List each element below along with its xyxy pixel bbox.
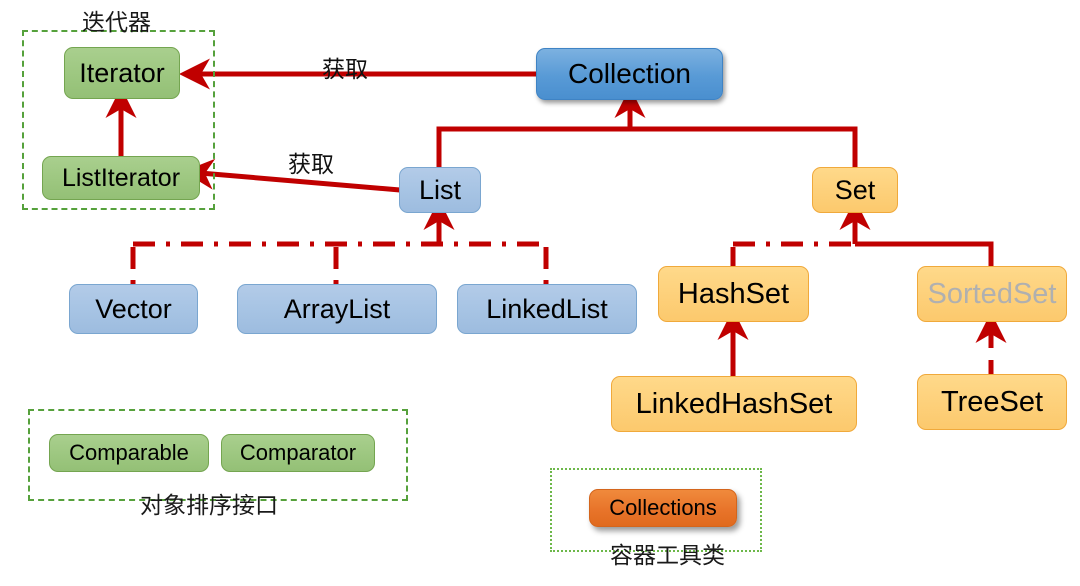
- node-treeset[interactable]: TreeSet: [917, 374, 1067, 430]
- edge-list-implementations: [130, 241, 549, 284]
- edge-list-set-to-collection: [436, 87, 858, 168]
- node-vector[interactable]: Vector: [69, 284, 198, 334]
- node-label-comparator: Comparator: [239, 440, 357, 465]
- node-iterator[interactable]: Iterator: [64, 47, 180, 99]
- node-collection[interactable]: Collection: [536, 48, 723, 100]
- node-label-linkedlist: LinkedList: [486, 293, 608, 324]
- node-label-hashset: HashSet: [677, 277, 790, 310]
- group-label-iterator: 迭代器: [82, 10, 151, 36]
- node-label-linkedhashset: LinkedHashSet: [635, 387, 833, 420]
- group-frame-comparator: [28, 409, 408, 501]
- node-linkedhashset[interactable]: LinkedHashSet: [611, 376, 857, 432]
- node-listiterator[interactable]: ListIterator: [42, 156, 200, 200]
- group-label-comparator: 对象排序接口: [140, 493, 278, 519]
- node-label-treeset: TreeSet: [940, 385, 1044, 418]
- node-collections[interactable]: Collections: [589, 489, 737, 527]
- node-label-collections: Collections: [609, 495, 717, 520]
- node-label-iterator: Iterator: [79, 57, 165, 88]
- node-label-collection: Collection: [568, 58, 691, 89]
- node-set[interactable]: Set: [812, 167, 898, 213]
- edge-sortedset-to-set: [855, 241, 994, 268]
- node-label-list: List: [418, 174, 462, 205]
- group-label-collections: 容器工具类: [610, 543, 725, 569]
- node-arraylist[interactable]: ArrayList: [237, 284, 437, 334]
- group-frame-iterator: [22, 30, 215, 210]
- node-label-comparable: Comparable: [69, 440, 189, 465]
- edge-label-list-to-listiterator: 获取: [288, 152, 334, 178]
- node-list[interactable]: List: [399, 167, 481, 213]
- edge-label-collection-to-iterator: 获取: [322, 57, 368, 83]
- node-label-listiterator: ListIterator: [61, 163, 181, 192]
- node-comparator[interactable]: Comparator: [221, 434, 375, 472]
- node-linkedlist[interactable]: LinkedList: [457, 284, 637, 334]
- edge-hashset-to-set: [730, 241, 855, 268]
- group-frame-collections: [550, 468, 762, 552]
- node-label-set: Set: [834, 174, 876, 205]
- node-label-vector: Vector: [95, 293, 172, 324]
- node-hashset[interactable]: HashSet: [658, 266, 809, 322]
- node-sortedset[interactable]: SortedSet: [917, 266, 1067, 322]
- node-comparable[interactable]: Comparable: [49, 434, 209, 472]
- node-label-arraylist: ArrayList: [283, 293, 391, 324]
- node-label-sortedset: SortedSet: [927, 277, 1057, 310]
